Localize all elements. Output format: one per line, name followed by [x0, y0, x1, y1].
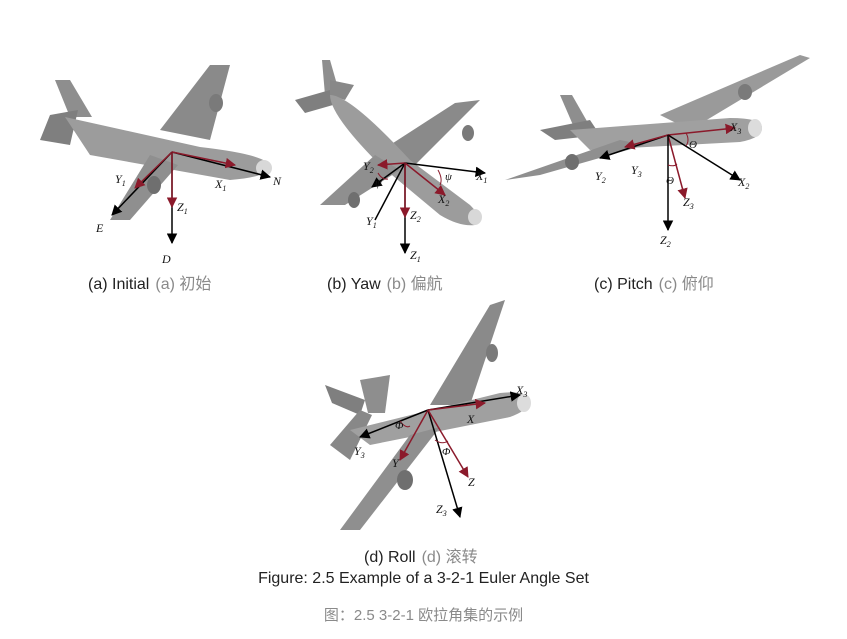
panel-initial: X1 N Y1 E Z1 D [30, 55, 300, 270]
label-x1: X1 [214, 177, 226, 193]
label-pitch-x2: X2 [737, 175, 749, 191]
caption-pitch: (c) Pitch (c) 俯仰 [594, 270, 714, 294]
label-yaw-z1: Z1 [410, 248, 421, 264]
airplane-initial-illustration: X1 N Y1 E Z1 D [40, 65, 282, 266]
label-yaw-y2: Y2 [363, 159, 374, 175]
caption-roll: (d) Roll (d) 滚转 [364, 543, 478, 567]
figure-caption-zh: 图：2.5 3-2-1 欧拉角集的示例 [323, 607, 524, 624]
label-roll-x: X [466, 412, 475, 426]
panel-roll: X3 X Y3 Y Z Z3 Φ Φ [320, 295, 550, 540]
label-yaw-y1: Y1 [366, 214, 377, 230]
figure-caption-en: Figure: 2.5 Example of a 3-2-1 Euler Ang… [258, 570, 589, 587]
airplane-yaw-illustration: X1 X2 Y2 Y1 Z2 Z1 ψ ψ [295, 60, 487, 264]
label-z1: Z1 [177, 200, 188, 216]
axes-initial [111, 151, 272, 245]
label-roll-x3: X3 [515, 383, 527, 399]
panel-pitch: X3 X2 Y2 Y3 Z3 Z2 Θ Θ [500, 50, 820, 265]
label-e: E [95, 221, 104, 235]
label-roll-y: Y [392, 456, 400, 470]
axes-roll [359, 391, 522, 519]
label-y1: Y1 [115, 172, 126, 188]
label-pitch-z3: Z3 [683, 195, 694, 211]
label-roll-z3: Z3 [436, 502, 447, 518]
label-n: N [272, 174, 282, 188]
caption-yaw-en: (b) Yaw [327, 276, 381, 293]
caption-yaw: (b) Yaw (b) 偏航 [327, 270, 443, 294]
label-pitch-theta-upper: Θ [689, 139, 697, 151]
label-yaw-psi-left: ψ [375, 177, 382, 189]
label-yaw-x2: X2 [437, 192, 449, 208]
caption-yaw-zh: (b) 偏航 [386, 276, 443, 293]
caption-initial-zh: (a) 初始 [155, 276, 212, 293]
caption-roll-zh: (d) 滚转 [421, 549, 478, 566]
airplane-pitch-illustration: X3 X2 Y2 Y3 Z3 Z2 Θ Θ [505, 55, 810, 249]
caption-initial: (a) Initial (a) 初始 [88, 270, 211, 294]
caption-pitch-en: (c) Pitch [594, 276, 653, 293]
label-roll-phi-right: Φ [442, 446, 451, 458]
label-pitch-x3: X3 [729, 120, 741, 136]
label-pitch-z2: Z2 [660, 233, 671, 249]
label-yaw-z2: Z2 [410, 208, 421, 224]
label-roll-z: Z [468, 475, 475, 489]
axes-pitch [599, 123, 741, 232]
label-yaw-x1: X1 [475, 169, 487, 185]
axes-yaw [371, 159, 487, 255]
caption-pitch-zh: (c) 俯仰 [658, 276, 714, 293]
label-roll-y3: Y3 [354, 444, 365, 460]
panel-yaw: X1 X2 Y2 Y1 Z2 Z1 ψ ψ [290, 55, 530, 270]
label-d: D [161, 252, 171, 266]
label-roll-phi-left: Φ [395, 420, 404, 432]
label-pitch-y2: Y2 [595, 169, 606, 185]
airplane-roll-illustration: X3 X Y3 Y Z Z3 Φ Φ [325, 300, 531, 530]
caption-initial-en: (a) Initial [88, 276, 150, 293]
label-pitch-y3: Y3 [631, 163, 642, 179]
label-pitch-theta-lower: Θ [666, 175, 674, 187]
label-yaw-psi-right: ψ [445, 171, 452, 183]
caption-roll-en: (d) Roll [364, 549, 416, 566]
